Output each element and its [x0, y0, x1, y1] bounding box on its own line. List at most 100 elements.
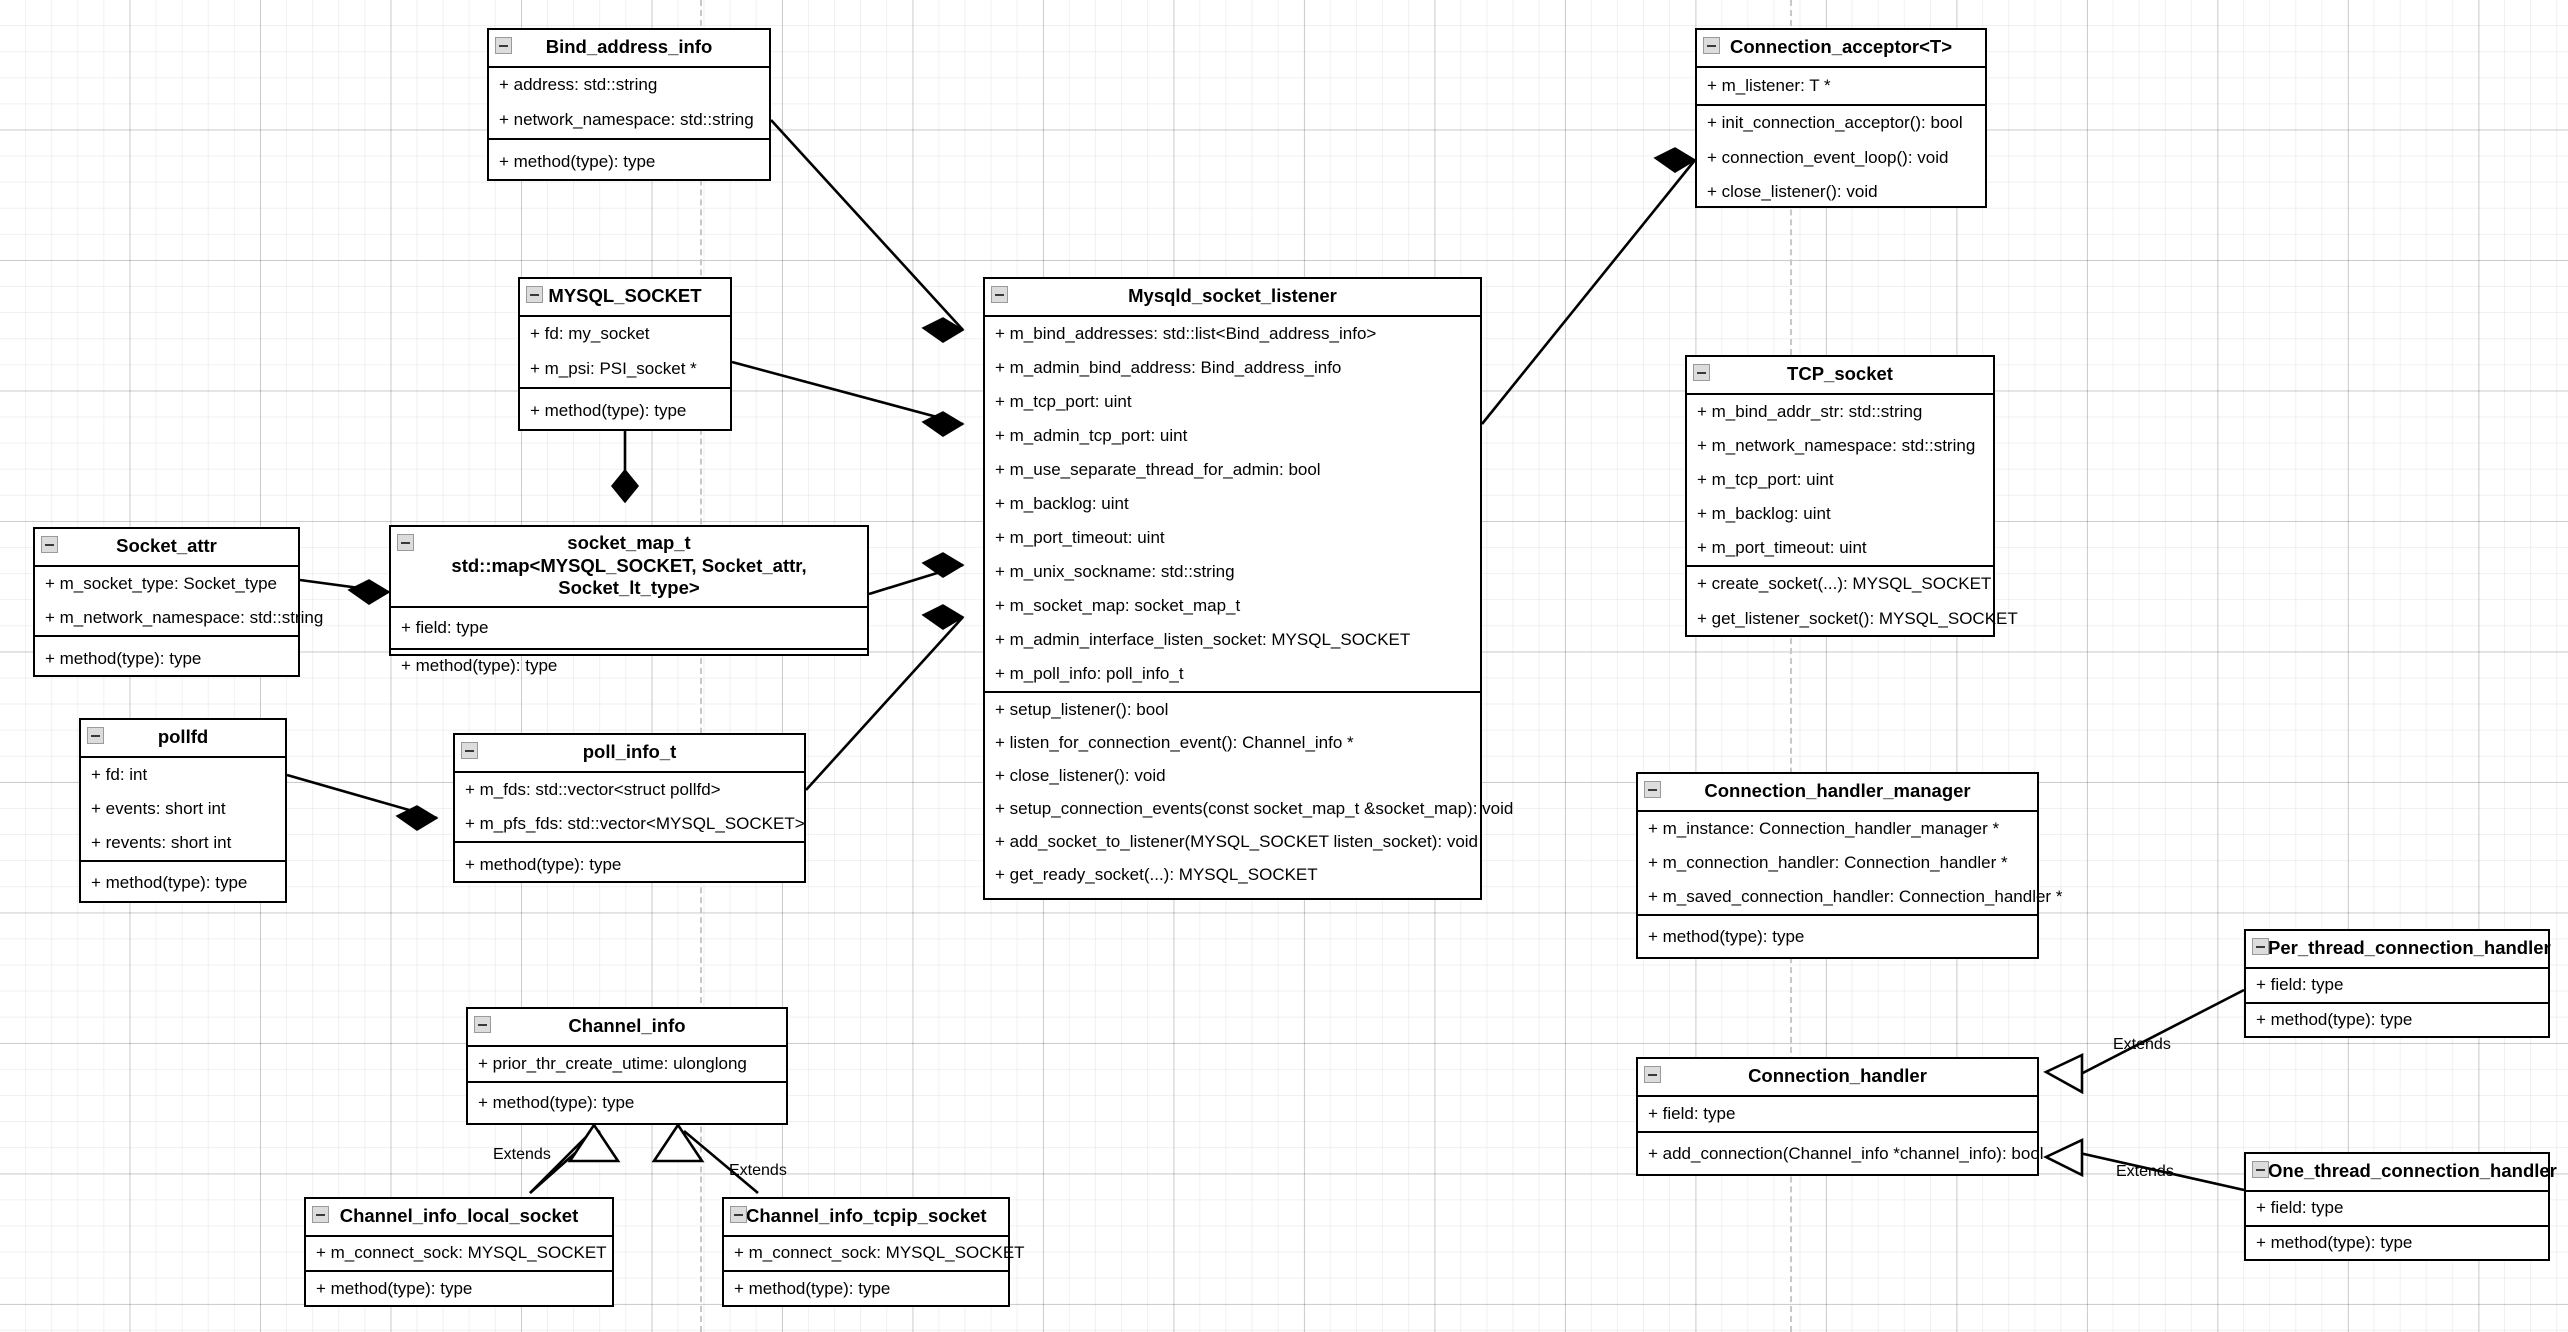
attribute-row: + m_fds: std::vector<struct pollfd>: [465, 779, 721, 799]
attributes-section: + m_bind_addresses: std::list<Bind_addre…: [985, 317, 1480, 691]
attribute-row: + m_psi: PSI_socket *: [530, 359, 697, 379]
method-row: + setup_connection_events(const socket_m…: [995, 799, 1514, 819]
collapse-icon[interactable]: [1693, 364, 1710, 381]
class-title: One_thread_connection_handler: [2246, 1154, 2557, 1192]
collapse-icon[interactable]: [1703, 37, 1720, 54]
collapse-icon[interactable]: [87, 727, 104, 744]
attribute-row: + field: type: [2256, 1198, 2344, 1218]
methods-section: + method(type): type: [489, 137, 769, 185]
method-row: + method(type): type: [316, 1278, 473, 1298]
attribute-row: + m_admin_tcp_port: uint: [995, 425, 1188, 445]
method-row: + get_listener_socket(): MYSQL_SOCKET: [1697, 608, 2018, 628]
attributes-section: + fd: my_socket + m_psi: PSI_socket *: [520, 317, 730, 387]
class-bind-address-info[interactable]: Bind_address_info + address: std::string…: [487, 28, 771, 181]
attribute-row: + m_tcp_port: uint: [1697, 469, 1834, 489]
method-row: + method(type): type: [465, 854, 622, 874]
method-row: + close_listener(): void: [995, 766, 1166, 786]
methods-section: + init_connection_acceptor(): bool + con…: [1697, 103, 1985, 209]
collapse-icon[interactable]: [474, 1016, 491, 1033]
class-channel-info-tcpip-socket[interactable]: Channel_info_tcpip_socket + m_connect_so…: [722, 1197, 1025, 1307]
attributes-section: + field: type: [391, 608, 867, 648]
edge-label-extends-one-thread: Extends: [2116, 1163, 2174, 1180]
attribute-row: + m_socket_map: socket_map_t: [995, 595, 1241, 615]
attributes-section: + m_socket_type: Socket_type + m_network…: [35, 567, 324, 635]
methods-section: + method(type): type: [81, 859, 285, 904]
method-row: + add_connection(Channel_info *channel_i…: [1648, 1143, 2044, 1163]
method-row: + get_ready_socket(...): MYSQL_SOCKET: [995, 865, 1318, 885]
page-break-guide-1: [700, 0, 702, 1332]
class-connection-handler[interactable]: Connection_handler + field: type + add_c…: [1636, 1057, 2044, 1176]
methods-section: + method(type): type: [520, 386, 730, 434]
attribute-row: + m_saved_connection_handler: Connection…: [1648, 886, 2063, 906]
class-connection-acceptor[interactable]: Connection_acceptor<T> + m_listener: T *…: [1695, 28, 1987, 208]
collapse-icon[interactable]: [526, 286, 543, 303]
edge-label-extends-tcpip: Extends: [729, 1162, 787, 1179]
attributes-section: + prior_thr_create_utime: ulonglong: [468, 1047, 786, 1081]
method-row: + method(type): type: [478, 1093, 635, 1113]
collapse-icon[interactable]: [2252, 938, 2269, 955]
methods-section: + add_connection(Channel_info *channel_i…: [1638, 1130, 2044, 1175]
attribute-row: + m_admin_interface_listen_socket: MYSQL…: [995, 629, 1411, 649]
collapse-icon[interactable]: [1644, 781, 1661, 798]
class-per-thread-connection-handler[interactable]: Per_thread_connection_handler + field: t…: [2244, 929, 2551, 1038]
methods-section: + method(type): type: [468, 1080, 786, 1124]
class-channel-info[interactable]: Channel_info + prior_thr_create_utime: u…: [466, 1007, 788, 1125]
class-mysql-socket[interactable]: MYSQL_SOCKET + fd: my_socket + m_psi: PS…: [518, 277, 732, 431]
attribute-row: + m_instance: Connection_handler_manager…: [1648, 818, 2000, 838]
class-socket-map-t[interactable]: socket_map_t std::map<MYSQL_SOCKET, Sock…: [389, 525, 869, 675]
collapse-icon[interactable]: [2252, 1161, 2269, 1178]
attributes-section: + field: type: [1638, 1097, 2037, 1131]
class-title: Channel_info_tcpip_socket: [724, 1199, 1008, 1237]
class-mysqld-socket-listener[interactable]: Mysqld_socket_listener + m_bind_addresse…: [983, 277, 1514, 900]
methods-section: + method(type): type: [455, 840, 804, 887]
class-tcp-socket[interactable]: TCP_socket + m_bind_addr_str: std::strin…: [1685, 355, 2018, 637]
method-row: + method(type): type: [401, 656, 558, 676]
class-subtitle: std::map<MYSQL_SOCKET, Socket_attr, Sock…: [451, 554, 807, 599]
class-poll-info-t[interactable]: poll_info_t + m_fds: std::vector<struct …: [453, 733, 806, 883]
methods-section: + method(type): type: [2246, 1001, 2548, 1037]
class-title: Socket_attr: [35, 529, 298, 567]
attribute-row: + fd: my_socket: [530, 324, 650, 344]
collapse-icon[interactable]: [312, 1206, 329, 1223]
attribute-row: + m_tcp_port: uint: [995, 391, 1132, 411]
class-title: TCP_socket: [1687, 357, 1993, 395]
collapse-icon[interactable]: [495, 37, 512, 54]
attributes-section: + m_connect_sock: MYSQL_SOCKET: [306, 1237, 612, 1270]
collapse-icon[interactable]: [991, 286, 1008, 303]
collapse-icon[interactable]: [1644, 1066, 1661, 1083]
class-title: MYSQL_SOCKET: [520, 279, 730, 317]
class-channel-info-local-socket[interactable]: Channel_info_local_socket + m_connect_so…: [304, 1197, 614, 1307]
attribute-row: + fd: int: [91, 764, 148, 784]
class-title: Channel_info: [468, 1009, 786, 1047]
edge-label-extends-local: Extends: [493, 1146, 551, 1163]
collapse-icon[interactable]: [461, 742, 478, 759]
attribute-row: + address: std::string: [499, 75, 658, 95]
collapse-icon[interactable]: [397, 534, 414, 551]
class-title: socket_map_t std::map<MYSQL_SOCKET, Sock…: [391, 527, 867, 608]
methods-section: + method(type): type: [306, 1269, 612, 1306]
attribute-row: + events: short int: [91, 798, 226, 818]
attributes-section: + field: type: [2246, 1192, 2548, 1225]
class-title: poll_info_t: [455, 735, 804, 773]
method-row: + method(type): type: [1648, 927, 1805, 947]
collapse-icon[interactable]: [730, 1206, 747, 1223]
methods-section: + method(type): type: [391, 647, 867, 683]
attribute-row: + m_backlog: uint: [995, 493, 1129, 513]
class-title: Channel_info_local_socket: [306, 1199, 612, 1237]
attributes-section: + m_bind_addr_str: std::string + m_netwo…: [1687, 395, 1993, 565]
attribute-row: + m_network_namespace: std::string: [45, 607, 324, 627]
class-title: Mysqld_socket_listener: [985, 279, 1480, 317]
collapse-icon[interactable]: [41, 536, 58, 553]
class-pollfd[interactable]: pollfd + fd: int + events: short int + r…: [79, 718, 287, 903]
attributes-section: + field: type: [2246, 969, 2548, 1002]
class-socket-attr[interactable]: Socket_attr + m_socket_type: Socket_type…: [33, 527, 324, 677]
attribute-row: + m_network_namespace: std::string: [1697, 435, 1976, 455]
attribute-row: + field: type: [2256, 975, 2344, 995]
methods-section: + method(type): type: [1638, 913, 2037, 959]
attribute-row: + prior_thr_create_utime: ulonglong: [478, 1053, 747, 1073]
class-one-thread-connection-handler[interactable]: One_thread_connection_handler + field: t…: [2244, 1152, 2557, 1261]
method-row: + listen_for_connection_event(): Channel…: [995, 733, 1354, 753]
attribute-row: + m_port_timeout: uint: [1697, 537, 1867, 557]
class-connection-handler-manager[interactable]: Connection_handler_manager + m_instance:…: [1636, 772, 2063, 959]
